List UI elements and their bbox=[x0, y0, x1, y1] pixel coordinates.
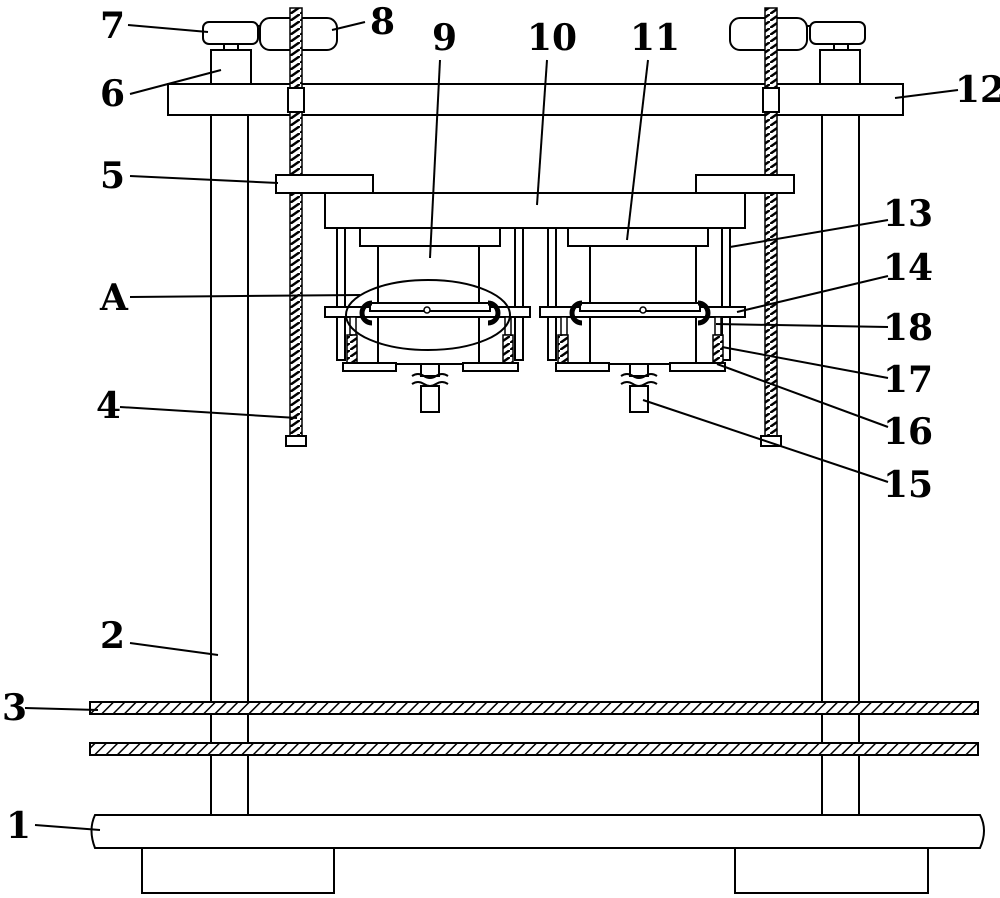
foot-pads bbox=[342, 362, 726, 372]
label-13: 13 bbox=[883, 193, 933, 235]
label-2: 2 bbox=[100, 615, 125, 657]
label-6: 6 bbox=[100, 73, 125, 115]
top-plate bbox=[167, 83, 904, 116]
leader-lines bbox=[24, 21, 959, 831]
shafts bbox=[411, 363, 658, 413]
clamp-hooks bbox=[359, 300, 711, 326]
label-9: 9 bbox=[432, 17, 457, 59]
label-5: 5 bbox=[100, 155, 125, 197]
base-plate bbox=[90, 814, 985, 894]
label-18: 18 bbox=[883, 307, 933, 349]
label-16: 16 bbox=[883, 411, 933, 453]
label-17: 17 bbox=[883, 359, 933, 401]
hatched-bars bbox=[89, 701, 979, 756]
label-15: 15 bbox=[883, 464, 933, 506]
housing-right bbox=[567, 227, 709, 365]
support-columns bbox=[210, 114, 860, 816]
guide-rods bbox=[336, 227, 731, 361]
label-11: 11 bbox=[630, 17, 680, 59]
carriage-beam bbox=[324, 192, 746, 229]
label-3: 3 bbox=[2, 687, 27, 729]
label-12: 12 bbox=[955, 69, 1000, 111]
label-4: 4 bbox=[96, 385, 121, 427]
label-8: 8 bbox=[370, 1, 395, 43]
label-10: 10 bbox=[527, 17, 577, 59]
part-labels: 1 2 3 4 5 6 7 8 9 10 11 12 13 14 18 17 1… bbox=[2, 1, 1000, 847]
label-14: 14 bbox=[883, 247, 933, 289]
nut-blocks bbox=[275, 174, 795, 194]
label-a: A bbox=[99, 277, 129, 319]
detail-ellipse-a bbox=[345, 279, 511, 351]
label-7: 7 bbox=[100, 5, 125, 47]
lead-screws bbox=[285, 7, 782, 447]
label-1: 1 bbox=[6, 805, 31, 847]
